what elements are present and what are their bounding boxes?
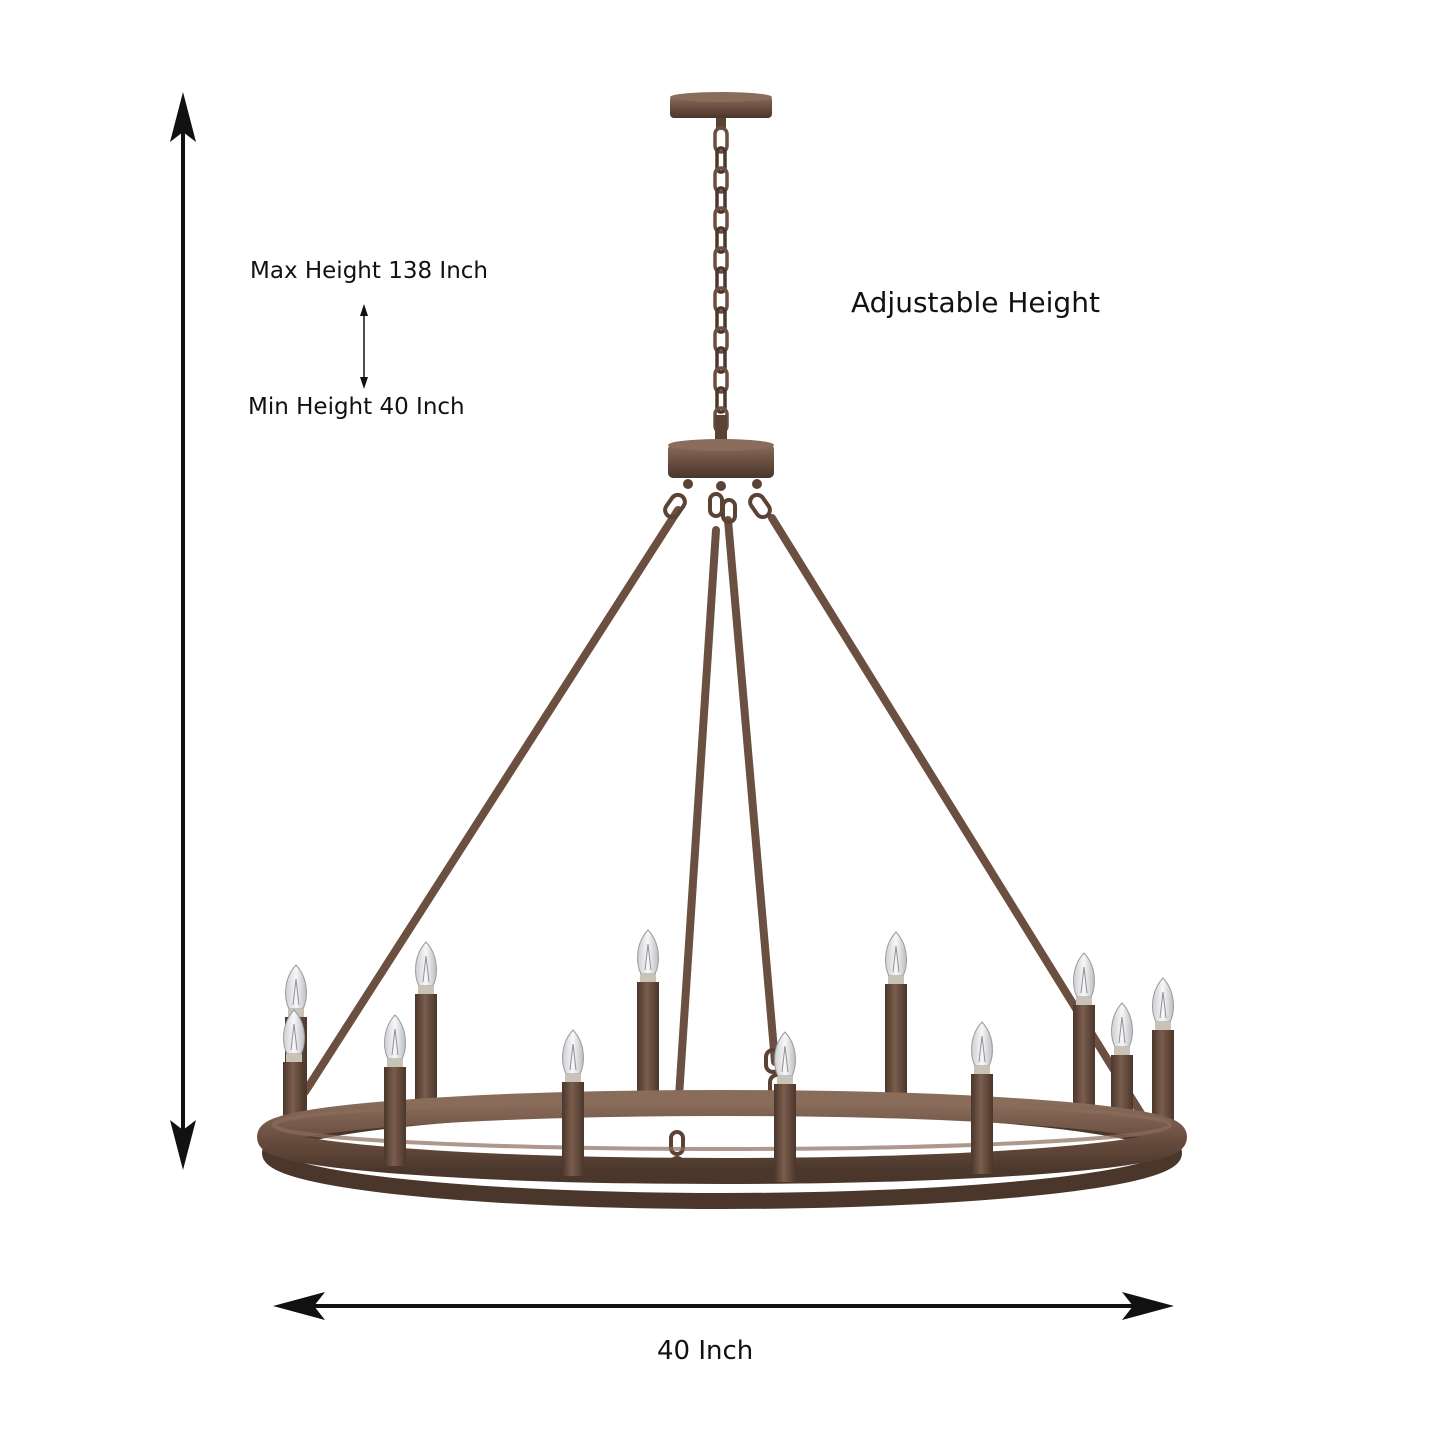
candle-light [1111,1002,1133,1125]
bulb-icon [885,931,907,977]
chain-link [713,246,729,274]
candle-sleeve [885,984,907,1108]
width-arrow [273,1292,1174,1320]
chain-link [715,306,727,334]
chain-link [715,346,727,374]
bulb-icon [562,1029,584,1075]
chain-link [713,206,729,234]
chain-link [713,126,729,154]
chain-link [713,366,729,394]
width-label: 40 Inch [657,1336,754,1366]
candle-sleeve [1073,1005,1095,1120]
rod-center-left [674,526,720,1116]
candle-light [415,941,437,1112]
candle-light [1073,952,1095,1120]
chain-link [715,386,727,414]
rod-center-right [724,516,779,1066]
bulb-icon [384,1014,406,1060]
width-arrow-left-head [273,1292,325,1320]
bulb-icon [1073,952,1095,998]
chain-link [713,326,729,354]
max-height-label: Max Height 138 Inch [250,258,488,284]
candle-light [562,1029,584,1176]
height-arrow [170,92,196,1170]
candle-light [637,929,659,1105]
height-arrow-top-head [170,92,196,142]
candle-light [774,1031,796,1182]
adjustable-height-label: Adjustable Height [851,286,1100,319]
candle-light [971,1021,993,1174]
bulb-icon [1111,1002,1133,1048]
candle-sleeve [1152,1030,1174,1140]
chain-link [715,266,727,294]
bulb-icon [637,929,659,975]
candle-sleeve [774,1084,796,1182]
candle-light [384,1014,406,1166]
bulb-icon [415,941,437,987]
chain-link [713,286,729,314]
rod-left [301,506,682,1096]
candle-sleeve [384,1067,406,1166]
bulb-icon [1152,977,1174,1023]
candle-light [1152,977,1174,1140]
candle-light [885,931,907,1108]
height-arrow-bottom-head [170,1120,196,1170]
chain-link [715,146,727,174]
adjust-range-arrow [360,304,368,389]
candle-sleeve [562,1082,584,1176]
ceiling-canopy [670,92,772,130]
candle-sleeve [415,994,437,1112]
candle-sleeve [637,982,659,1105]
chain-link [713,166,729,194]
chain-link [715,226,727,254]
bulb-icon [285,964,307,1010]
width-arrow-right-head [1122,1292,1174,1320]
center-hub [668,415,774,491]
candle-group-front [384,1014,993,1182]
wagon-wheel-ring [257,1090,1187,1209]
candle-sleeve [971,1074,993,1174]
min-height-label: Min Height 40 Inch [248,394,465,420]
bulb-icon [774,1031,796,1077]
suspension-chain [713,126,729,434]
chain-link [715,186,727,214]
bulb-icon [971,1021,993,1067]
candle-group-back [283,929,1174,1140]
